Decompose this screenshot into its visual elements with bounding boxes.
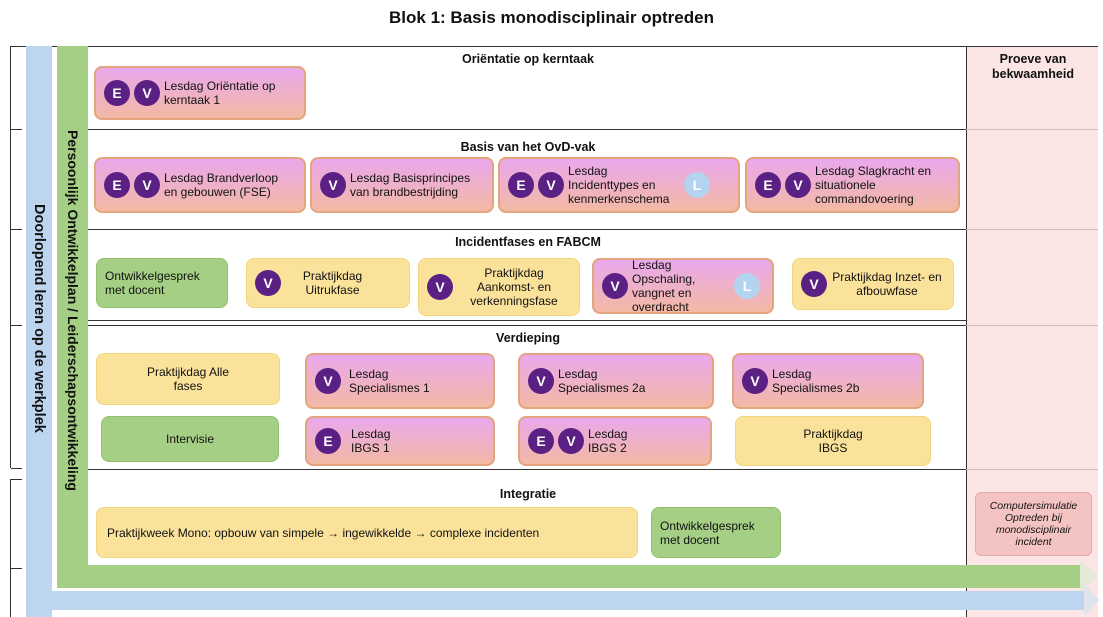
section-title-incidentfases: Incidentfases en FABCM xyxy=(455,235,601,249)
lesdag-brandverloop: E V Lesdag Brandverloop en gebouwen (FSE… xyxy=(94,157,306,213)
badge-l: L xyxy=(684,172,710,198)
lesdag-specialismes-2b: V Lesdag Specialismes 2b xyxy=(732,353,924,409)
row-gap xyxy=(10,468,11,479)
row-divider xyxy=(88,325,966,326)
praktijkdag-aankomst: V Praktijkdag Aankomst- en verkenningsfa… xyxy=(418,258,580,316)
page-title: Blok 1: Basis monodisciplinair optreden xyxy=(389,8,714,27)
lesdag-opschaling: V Lesdag Opschaling, vangnet en overdrac… xyxy=(592,258,774,314)
proeve-divider xyxy=(966,229,1098,230)
lesdag-ibgs-1: E Lesdag IBGS 1 xyxy=(305,416,495,466)
lesdag-slagkracht: E V Lesdag Slagkracht en situationele co… xyxy=(745,157,960,213)
praktijkdag-alle-fases: Praktijkdag Alle fases xyxy=(96,353,280,405)
badge-e: E xyxy=(508,172,534,198)
row-divider xyxy=(88,469,966,470)
section-title-orientatie: Oriëntatie op kerntaak xyxy=(462,52,594,66)
proeve-divider xyxy=(966,325,1098,326)
section-title-integratie: Integratie xyxy=(499,487,557,501)
box-label: Lesdag IBGS 1 xyxy=(351,427,391,455)
badge-v: V xyxy=(320,172,346,198)
box-label: Lesdag Specialismes 1 xyxy=(349,367,430,395)
badge-v: V xyxy=(558,428,584,454)
badge-e: E xyxy=(315,428,341,454)
badge-v: V xyxy=(602,273,628,299)
box-label: Lesdag Specialismes 2a xyxy=(558,367,646,395)
box-label: Praktijkdag IBGS xyxy=(803,427,863,455)
badge-e: E xyxy=(528,428,554,454)
box-label: Lesdag IBGS 2 xyxy=(588,427,628,455)
lesdag-basisprincipes: V Lesdag Basisprincipes van brandbestrij… xyxy=(310,157,494,213)
box-label: Lesdag Oriëntatie op kerntaak 1 xyxy=(164,79,276,107)
intervisie-box: Intervisie xyxy=(101,416,279,462)
praktijkweek-mono: Praktijkweek Mono: opbouw van simpele → … xyxy=(96,507,638,558)
badge-v: V xyxy=(785,172,811,198)
badge-v: V xyxy=(134,172,160,198)
proeve-title: Proeve van bekwaamheid xyxy=(992,52,1074,81)
green-band-horizontal xyxy=(57,565,1082,588)
row-divider xyxy=(88,320,966,321)
box-label: Lesdag Opschaling, vangnet en overdracht xyxy=(632,258,696,314)
blue-band-label: Doorlopend leren op de werkplek xyxy=(31,204,47,433)
proeve-divider xyxy=(966,469,1098,470)
box-label: Lesdag Brandverloop en gebouwen (FSE) xyxy=(164,171,279,199)
green-band-label: Persoonlijk Ontwikkelplan / Leiderschaps… xyxy=(65,129,81,491)
box-label: Praktijkdag Aankomst- en verkenningsfase xyxy=(470,266,558,308)
badge-v: V xyxy=(255,270,281,296)
row-tick xyxy=(10,325,22,326)
badge-v: V xyxy=(528,368,554,394)
lesdag-orientatie-kerntaak: E V Lesdag Oriëntatie op kerntaak 1 xyxy=(94,66,306,120)
badge-v: V xyxy=(742,368,768,394)
section-title-basis: Basis van het OvD-vak xyxy=(460,140,596,154)
box-label: Lesdag Incidenttypes en kenmerkenschema xyxy=(568,164,670,206)
praktijkdag-inzet: V Praktijkdag Inzet- en afbouwfase xyxy=(792,258,954,310)
box-label: Praktijkdag Uitrukfase xyxy=(302,269,363,297)
ontwikkelgesprek-integratie: Ontwikkelgesprek met docent xyxy=(651,507,781,558)
lesdag-incidenttypes: E V Lesdag Incidenttypes en kenmerkensch… xyxy=(498,157,740,213)
green-band-vertical xyxy=(57,46,88,587)
section-title-verdieping: Verdieping xyxy=(496,331,560,345)
badge-v: V xyxy=(427,274,453,300)
lesdag-specialismes-1: V Lesdag Specialismes 1 xyxy=(305,353,495,409)
box-label: Praktijkdag Alle fases xyxy=(146,365,230,393)
proeve-divider xyxy=(966,129,1098,130)
simulation-box: Computersimulatie Optreden bij monodisci… xyxy=(975,492,1092,556)
badge-l: L xyxy=(734,273,760,299)
blue-band-horizontal xyxy=(26,591,1086,610)
box-label: Lesdag Specialismes 2b xyxy=(772,367,860,395)
ontwikkelgesprek-box: Ontwikkelgesprek met docent xyxy=(96,258,228,308)
box-label: Lesdag Slagkracht en situationele comman… xyxy=(815,164,932,206)
badge-v: V xyxy=(801,271,827,297)
badge-v: V xyxy=(315,368,341,394)
badge-e: E xyxy=(104,172,130,198)
row-tick xyxy=(10,129,22,130)
badge-v: V xyxy=(134,80,160,106)
badge-e: E xyxy=(104,80,130,106)
row-tick xyxy=(10,468,22,469)
row-divider xyxy=(88,129,966,130)
row-tick xyxy=(10,229,22,230)
row-divider xyxy=(88,229,966,230)
green-arrow-icon xyxy=(1080,560,1098,592)
box-label: Lesdag Basisprincipes van brandbestrijdi… xyxy=(350,171,471,199)
lesdag-specialismes-2a: V Lesdag Specialismes 2a xyxy=(518,353,714,409)
box-label: Praktijkdag Inzet- en afbouwfase xyxy=(832,270,942,298)
row-tick xyxy=(10,568,22,569)
badge-v: V xyxy=(538,172,564,198)
praktijkdag-uitrukfase: V Praktijkdag Uitrukfase xyxy=(246,258,410,308)
praktijkdag-ibgs: Praktijkdag IBGS xyxy=(735,416,931,466)
lesdag-ibgs-2: E V Lesdag IBGS 2 xyxy=(518,416,712,466)
blue-band-vertical xyxy=(26,46,52,617)
badge-e: E xyxy=(755,172,781,198)
row-tick xyxy=(10,479,22,480)
blue-arrow-icon xyxy=(1084,584,1100,616)
